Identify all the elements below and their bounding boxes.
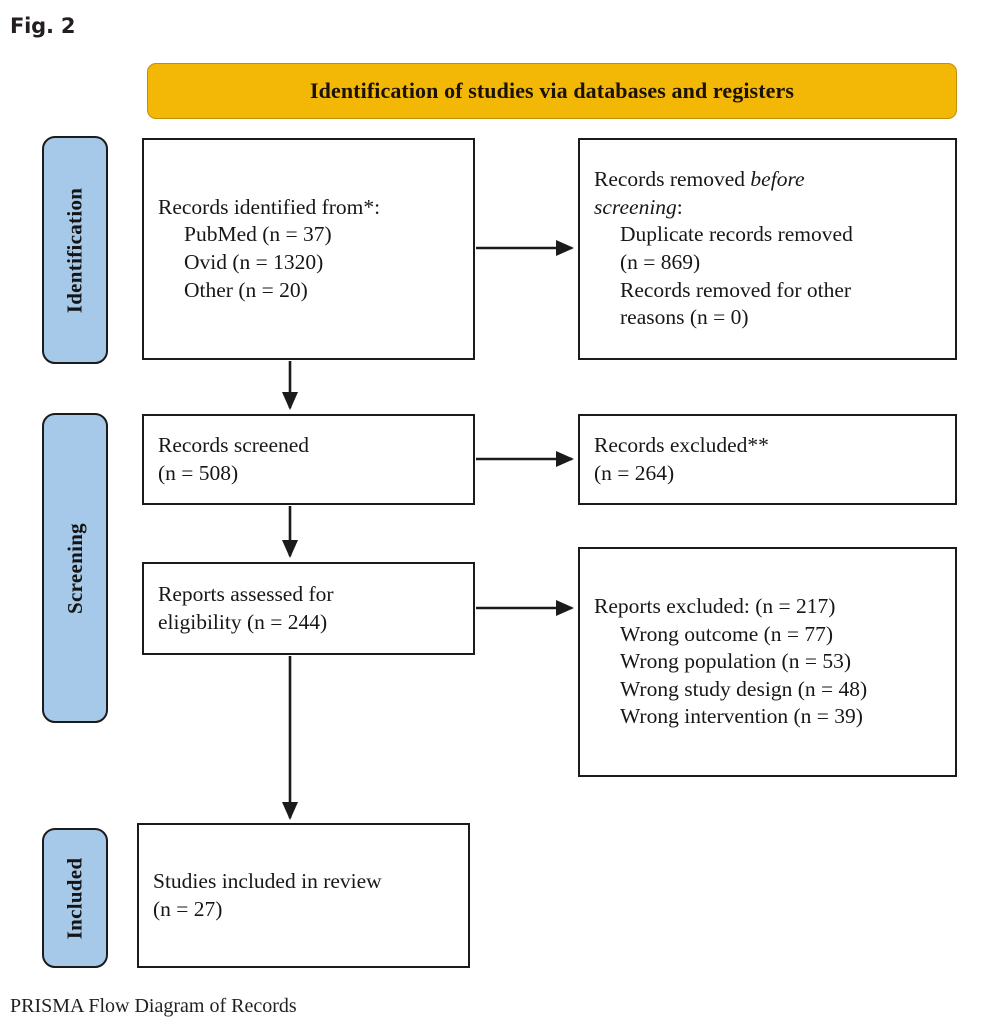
records-removed-heading-plain: Records removed bbox=[594, 167, 751, 192]
reports-excluded-reason-intervention: Wrong intervention (n = 39) bbox=[620, 704, 863, 729]
records-identified-other: Other (n = 20) bbox=[184, 277, 308, 302]
records-identified-ovid: Ovid (n = 1320) bbox=[184, 250, 324, 274]
records-excluded-label: Records excluded** bbox=[594, 432, 769, 457]
box-reports-excluded-body: Reports excluded: (n = 217) Wrong outcom… bbox=[580, 593, 955, 731]
records-removed-other: Records removed for other bbox=[620, 277, 852, 302]
stage-label-screening: Screening bbox=[42, 413, 108, 723]
records-identified-pubmed: PubMed (n = 37) bbox=[184, 222, 332, 247]
figure-label: Fig. 2 bbox=[10, 14, 76, 38]
records-removed-heading-line2: screening: bbox=[594, 194, 941, 222]
reports-excluded-reason-outcome: Wrong outcome (n = 77) bbox=[620, 621, 834, 646]
box-records-identified: Records identified from*: PubMed (n = 37… bbox=[142, 138, 475, 360]
records-removed-heading-italic2: screening bbox=[594, 194, 677, 219]
records-identified-heading: Records identified from*: bbox=[158, 194, 381, 219]
records-excluded-count: (n = 264) bbox=[594, 460, 675, 485]
stage-label-screening-text: Screening bbox=[62, 522, 87, 614]
records-removed-heading-italic: before bbox=[750, 167, 805, 192]
records-removed-heading-line1: Records removed before bbox=[594, 166, 941, 194]
figure-caption: PRISMA Flow Diagram of Records bbox=[10, 995, 297, 1017]
studies-included-count: (n = 27) bbox=[153, 896, 223, 921]
box-records-removed-body: Records removed before screening: Duplic… bbox=[580, 166, 955, 332]
reports-excluded-reason-study-design: Wrong study design (n = 48) bbox=[620, 676, 868, 701]
box-studies-included-body: Studies included in review (n = 27) bbox=[139, 868, 468, 923]
stage-label-identification-text: Identification bbox=[62, 187, 87, 313]
box-reports-assessed-eligibility-body: Reports assessed for eligibility (n = 24… bbox=[144, 581, 473, 636]
banner-identification-header: Identification of studies via databases … bbox=[147, 63, 957, 119]
reports-assessed-label: Reports assessed for bbox=[158, 581, 334, 606]
stage-label-included: Included bbox=[42, 828, 108, 968]
reports-assessed-count: eligibility (n = 244) bbox=[158, 609, 328, 634]
records-removed-duplicate-count: (n = 869) bbox=[620, 250, 701, 274]
records-screened-count: (n = 508) bbox=[158, 460, 239, 485]
stage-label-identification: Identification bbox=[42, 136, 108, 364]
box-reports-assessed-eligibility: Reports assessed for eligibility (n = 24… bbox=[142, 562, 475, 655]
box-studies-included: Studies included in review (n = 27) bbox=[137, 823, 470, 968]
banner-title: Identification of studies via databases … bbox=[309, 78, 795, 103]
box-records-excluded-body: Records excluded** (n = 264) bbox=[580, 432, 955, 487]
reports-excluded-heading: Reports excluded: (n = 217) bbox=[594, 593, 836, 618]
records-removed-heading-colon: : bbox=[676, 194, 683, 219]
records-removed-duplicate: Duplicate records removed bbox=[620, 222, 853, 247]
box-reports-excluded: Reports excluded: (n = 217) Wrong outcom… bbox=[578, 547, 957, 777]
reports-excluded-reason-population: Wrong population (n = 53) bbox=[620, 649, 851, 674]
box-records-removed: Records removed before screening: Duplic… bbox=[578, 138, 957, 360]
box-records-screened-body: Records screened (n = 508) bbox=[144, 432, 473, 487]
studies-included-label: Studies included in review bbox=[153, 868, 382, 893]
records-removed-other-count: reasons (n = 0) bbox=[620, 305, 749, 330]
box-records-identified-body: Records identified from*: PubMed (n = 37… bbox=[144, 194, 473, 305]
stage-label-included-text: Included bbox=[62, 857, 87, 939]
box-records-excluded: Records excluded** (n = 264) bbox=[578, 414, 957, 505]
box-records-screened: Records screened (n = 508) bbox=[142, 414, 475, 505]
records-screened-label: Records screened bbox=[158, 432, 310, 457]
